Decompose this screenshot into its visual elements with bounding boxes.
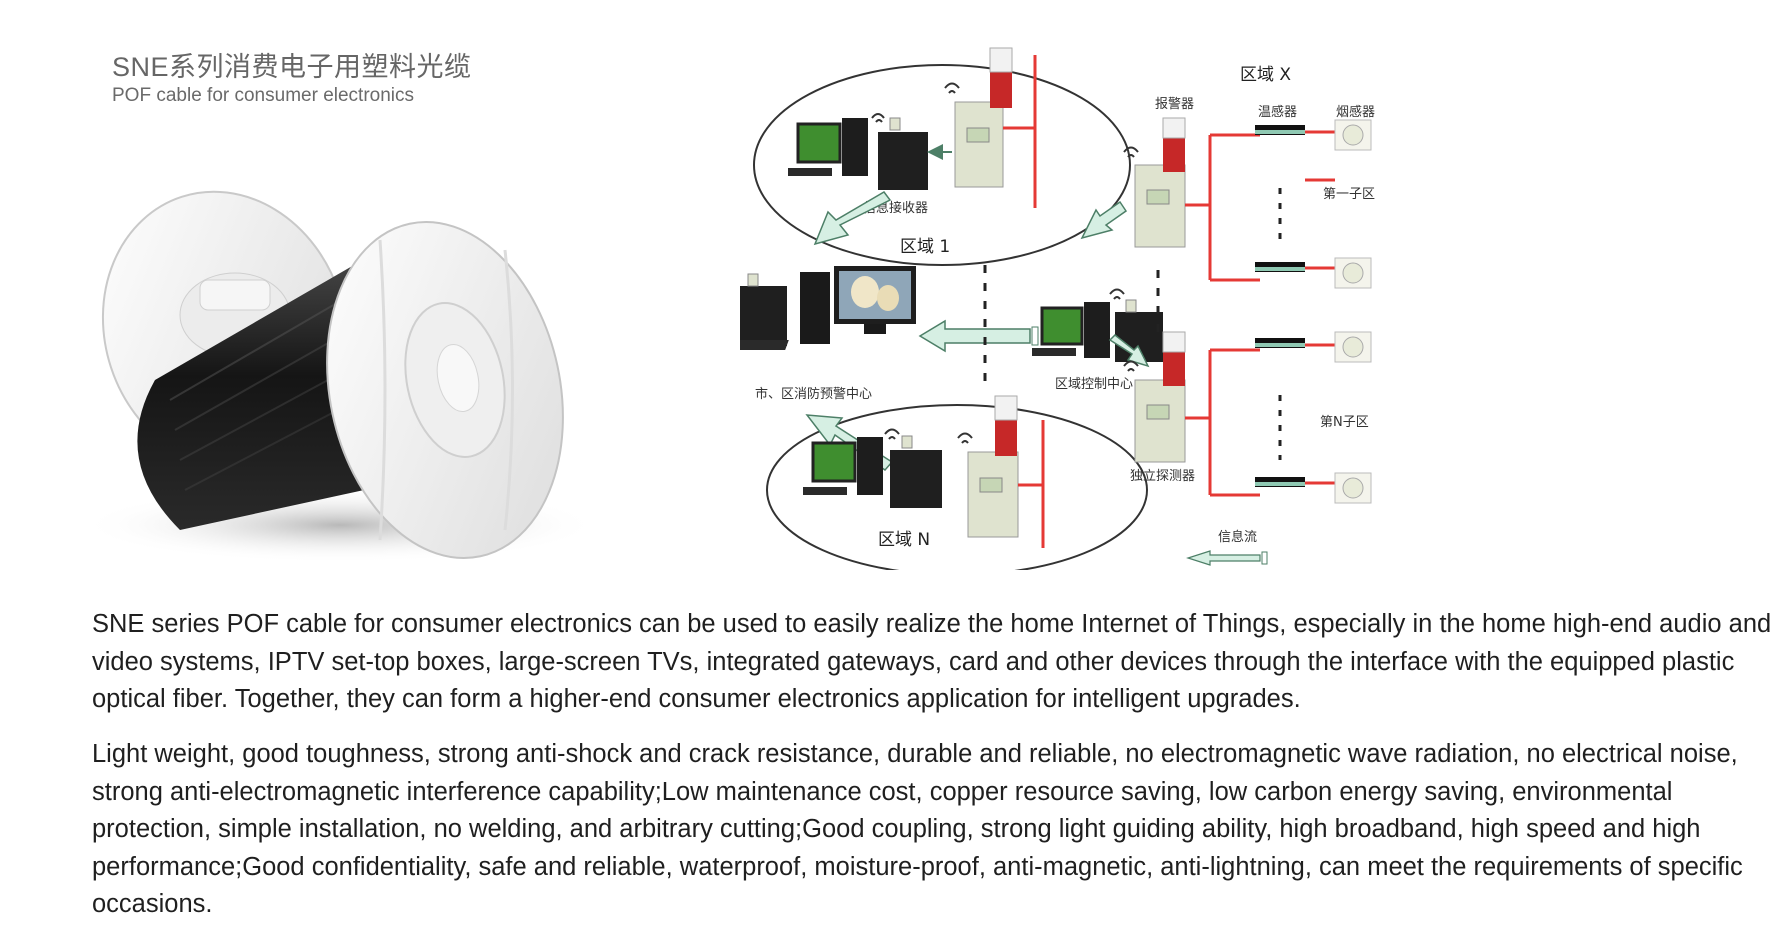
region-n-receiver — [884, 428, 942, 508]
subzone-1-wiring — [1185, 119, 1372, 289]
regional-center-label: 区域控制中心 — [1055, 377, 1133, 392]
title-block: SNE系列消费电子用塑料光缆 POF cable for consumer el… — [112, 50, 472, 108]
subzone-1-label: 第一子区 — [1323, 187, 1375, 202]
region-n-label: 区域 N — [878, 530, 930, 550]
regional-control-center — [1032, 288, 1163, 362]
region-n-ellipse — [766, 404, 1148, 570]
arrow-region1-to-center — [813, 191, 892, 246]
page-title-cn: SNE系列消费电子用塑料光缆 — [112, 52, 472, 82]
region-n-detector — [957, 395, 1019, 538]
temp-sensor-label: 温感器 — [1258, 104, 1297, 120]
arrow-regional-to-subzonen — [1108, 333, 1150, 368]
description-paragraph-2: Light weight, good toughness, strong ant… — [92, 740, 1743, 918]
region-1-computer — [788, 118, 868, 176]
page-title-en: POF cable for consumer electronics — [112, 85, 415, 106]
smoke-sensor-label: 烟感器 — [1336, 104, 1375, 120]
subzone-n-detector — [1123, 331, 1186, 463]
arrow-subzone1-to-regional — [1080, 200, 1128, 240]
region-1-label: 区域 1 — [900, 237, 950, 257]
region-n-computer — [803, 437, 883, 495]
subzone-1-detector — [1123, 117, 1186, 248]
network-diagram: 信息接收器 区域 1 市、区消防预警中心 区域控制中心 — [740, 47, 1375, 570]
city-center-label: 市、区消防预警中心 — [755, 386, 872, 402]
info-receiver-device — [871, 113, 928, 190]
subzone-n-wiring — [1185, 331, 1372, 504]
info-flow-label: 信息流 — [1218, 529, 1257, 545]
info-flow-arrow — [1186, 550, 1261, 566]
subzone-n-label: 第N子区 — [1320, 415, 1369, 430]
alarm-label: 报警器 — [1155, 96, 1194, 112]
city-center-station — [740, 266, 916, 350]
region-1-detector — [944, 47, 1013, 188]
description-paragraph-1: SNE series POF cable for consumer electr… — [92, 610, 1772, 713]
independent-detector-label: 独立探测器 — [1130, 469, 1195, 484]
cable-spool-image — [80, 190, 600, 563]
region-1-ellipse — [753, 64, 1131, 266]
arrow-regional-to-city — [918, 319, 1039, 353]
region-x-label: 区域 X — [1240, 65, 1291, 85]
